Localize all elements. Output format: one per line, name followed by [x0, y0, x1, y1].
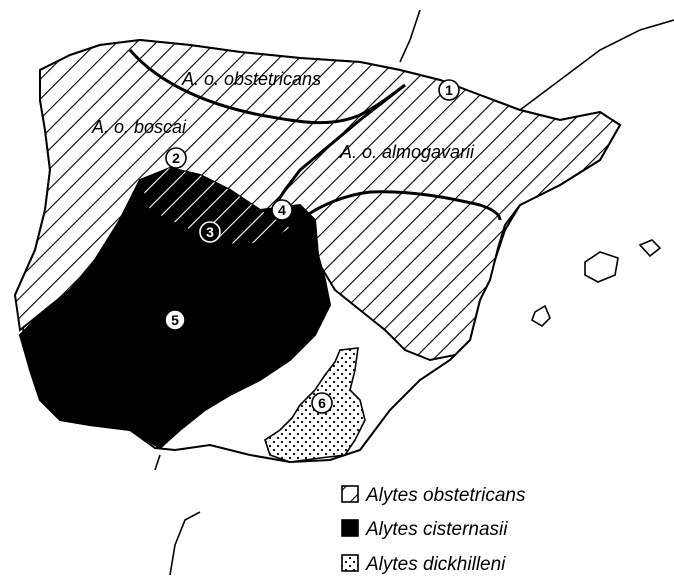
svg-text:2: 2: [172, 150, 180, 166]
svg-text:5: 5: [171, 312, 179, 328]
label-obstetricans: A. o. obstetricans: [181, 69, 321, 89]
legend-item-cisternasii: Alytes cisternasii: [341, 519, 508, 540]
legend-swatch-stipple: [341, 554, 359, 572]
legend-item-obstetricans: Alytes obstetricans: [341, 485, 526, 506]
balearic-islands: [531, 239, 662, 328]
site-marker-2: 2: [165, 147, 187, 169]
label-boscai: A. o. boscai: [91, 117, 187, 137]
france-coast: [399, 9, 674, 111]
label-almogavarii: A. o. almogavarii: [339, 142, 475, 162]
site-marker-5: 5: [164, 309, 186, 331]
legend-label: Alytes obstetricans: [365, 485, 526, 506]
overlap-zone: [140, 168, 290, 245]
site-marker-1: 1: [438, 79, 460, 101]
site-marker-4: 4: [271, 199, 293, 221]
legend-swatch-hatch: [341, 485, 359, 503]
africa-coast: [154, 454, 201, 576]
svg-text:6: 6: [318, 395, 326, 411]
legend-label: Alytes cisternasii: [365, 519, 508, 540]
svg-text:3: 3: [206, 224, 214, 240]
subspecies-boundary: [299, 190, 502, 222]
svg-text:1: 1: [445, 82, 453, 98]
subspecies-boundary: [273, 83, 406, 206]
legend-item-dickhilleni: Alytes dickhilleni: [341, 554, 506, 575]
legend-swatch-solid: [341, 519, 359, 537]
site-marker-3: 3: [199, 221, 221, 243]
svg-text:4: 4: [278, 202, 286, 218]
legend: Alytes obstetricans Alytes cisternasii A…: [341, 485, 526, 575]
site-marker-6: 6: [311, 392, 333, 414]
legend-label: Alytes dickhilleni: [365, 554, 506, 575]
